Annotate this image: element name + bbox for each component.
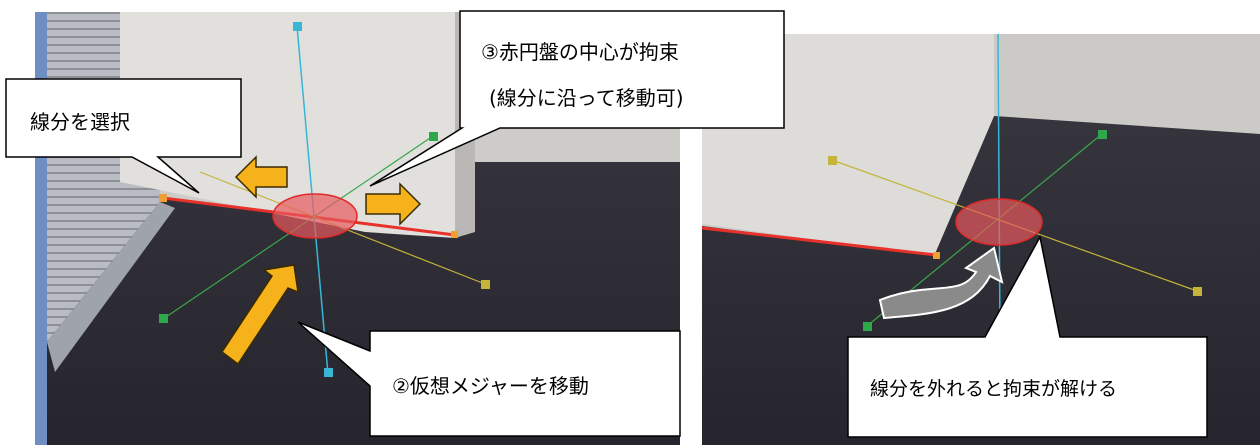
axis-handle: [324, 368, 333, 377]
axis-handle: [159, 314, 168, 323]
callout-bubble-select: [5, 78, 242, 194]
red-disc: [955, 198, 1043, 246]
red-disc: [272, 193, 358, 239]
segment-endpoint: [933, 252, 940, 259]
segment-endpoint: [159, 194, 167, 202]
callout-select-segment: 線分を選択: [30, 110, 130, 134]
orange-arrow-icon: [234, 155, 288, 199]
axis-handle: [1193, 287, 1202, 296]
segment-endpoint: [451, 231, 458, 238]
orange-arrow-icon: [365, 182, 422, 226]
callout-release-constraint: 線分を外れると拘束が解ける: [870, 378, 1118, 400]
axis-handle: [293, 22, 302, 31]
callout-move-measure: ②仮想メジャーを移動: [392, 374, 589, 398]
axis-handle: [429, 132, 438, 141]
axis-handle: [863, 322, 872, 331]
callout-bubble-move: [297, 321, 681, 437]
pillar-front: [120, 12, 455, 238]
axis-handle: [1098, 130, 1107, 139]
segment: [702, 226, 937, 257]
callout-constraint-line1: ③赤円盤の中心が拘束: [481, 40, 679, 64]
window-sill: [47, 202, 175, 372]
callout-bubble-constraint: [369, 10, 785, 187]
axis-vertical: [997, 34, 1001, 335]
axis-handle: [828, 156, 837, 165]
axis-handle: [481, 280, 490, 289]
gray-curved-arrow-icon: [878, 246, 1004, 320]
callout-bubble-release: [847, 234, 1208, 438]
callout-constraint-line2: (線分に沿って移動可): [489, 86, 684, 110]
orange-arrow-icon: [220, 264, 299, 366]
